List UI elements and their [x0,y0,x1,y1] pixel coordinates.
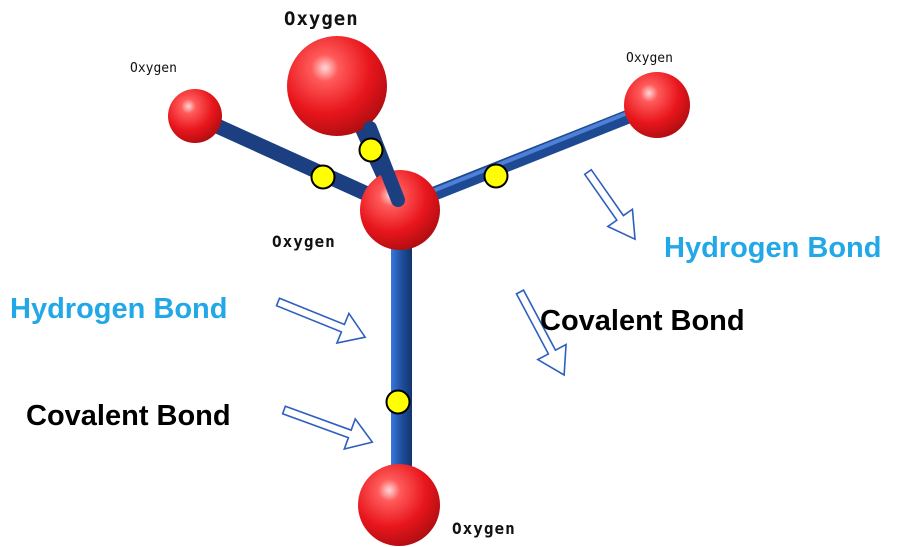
oxygen-atom-center [360,170,440,250]
bond-vertical [391,230,412,502]
oxygen-label-top: Oxygen [284,8,359,30]
oxygen-atom-right [624,72,690,138]
oxygen-atom-bottom [358,464,440,546]
covalent-bond-label-left: Covalent Bond [26,400,231,432]
hydrogen-marker-bottom [385,389,411,415]
covalent-bond-label-right: Covalent Bond [540,305,745,337]
bond-right-hydrogen [391,99,662,215]
hydrogen-bond-label-left: Hydrogen Bond [10,293,228,325]
oxygen-label-bottom: Oxygen [452,519,516,538]
oxygen-atom-left [168,89,222,143]
arrow-to-left-hydrogen-bond [275,297,367,345]
oxygen-label-left: Oxygen [130,61,177,76]
hydrogen-marker-left [310,164,336,190]
oxygen-atom-top [287,36,387,136]
arrow-to-right-hydrogen-bond [583,168,636,241]
hydrogen-marker-right [483,163,509,189]
oxygen-label-center: Oxygen [272,232,336,251]
arrow-to-right-covalent-bond [515,289,567,377]
hydrogen-marker-top [358,137,384,163]
hydrogen-bond-label-right: Hydrogen Bond [664,232,882,264]
oxygen-label-right: Oxygen [626,51,673,66]
arrow-to-left-covalent-bond [281,405,374,451]
bond-right-highlight [418,106,642,198]
